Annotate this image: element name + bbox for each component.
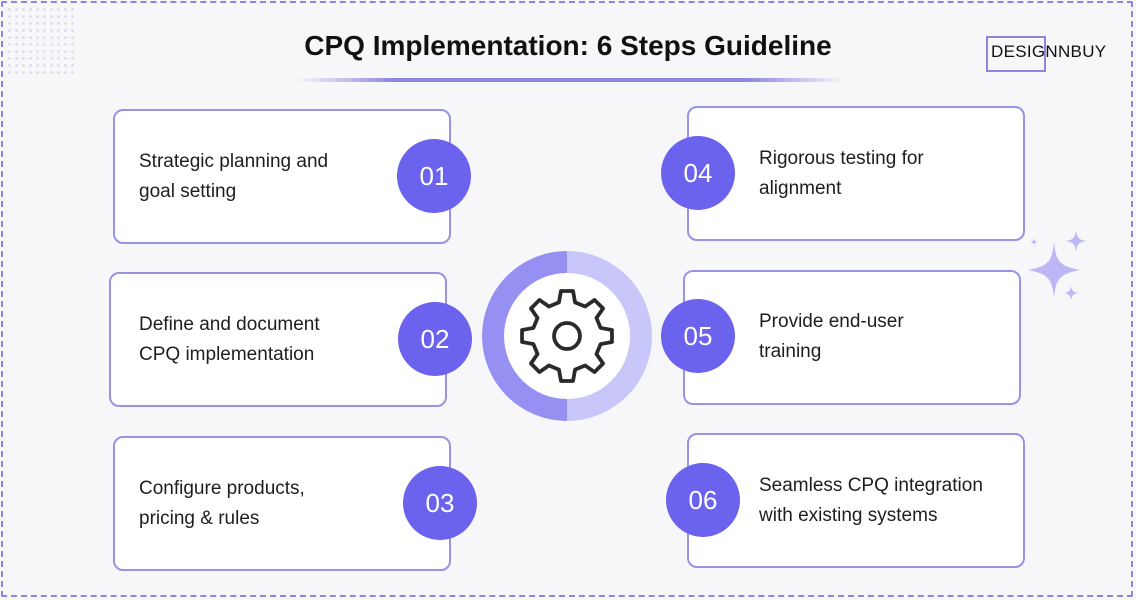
step-01-line-2: goal setting [139, 181, 237, 202]
title-underline [296, 78, 844, 82]
step-card-03 [113, 436, 451, 571]
step-card-06 [687, 433, 1025, 568]
step-02-line-1: Define and document [139, 314, 320, 335]
page-title: CPQ Implementation: 6 Steps Guideline [304, 30, 832, 61]
sparkle-icon [1028, 230, 1087, 300]
step-01-line-1: Strategic planning and [139, 151, 329, 172]
step-05-line-2: training [759, 341, 822, 362]
step-02-line-2: CPQ implementation [139, 344, 315, 365]
center-ring-inner [504, 273, 630, 399]
gear-icon [520, 289, 614, 383]
step-04-line-1: Rigorous testing for [759, 148, 924, 169]
step-card-01 [113, 109, 451, 244]
step-text-04: Rigorous testing for alignment [759, 144, 924, 204]
step-text-02: Define and document CPQ implementation [139, 310, 320, 370]
step-03-line-2: pricing & rules [139, 508, 260, 529]
step-03-line-1: Configure products, [139, 478, 305, 499]
step-number-05: 05 [661, 299, 735, 373]
dot-pattern [6, 6, 76, 76]
center-ring [482, 251, 652, 421]
step-number-04: 04 [661, 136, 735, 210]
step-06-line-1: Seamless CPQ integration [759, 475, 983, 496]
step-card-05 [683, 270, 1021, 405]
step-number-06: 06 [666, 463, 740, 537]
step-text-03: Configure products, pricing & rules [139, 474, 305, 534]
gear-outline [520, 289, 614, 383]
step-05-line-1: Provide end-user [759, 311, 904, 332]
brand-logo-text: DESIGNNBUY [991, 42, 1107, 61]
step-text-06: Seamless CPQ integration with existing s… [759, 471, 983, 531]
step-04-line-2: alignment [759, 178, 842, 199]
step-number-01: 01 [397, 139, 471, 213]
step-number-02: 02 [398, 302, 472, 376]
brand-logo-box [986, 36, 1046, 72]
step-text-05: Provide end-user training [759, 307, 904, 367]
step-06-line-2: with existing systems [759, 505, 938, 526]
step-number-03: 03 [403, 466, 477, 540]
gear-hub [552, 321, 582, 351]
step-text-01: Strategic planning and goal setting [139, 147, 328, 207]
